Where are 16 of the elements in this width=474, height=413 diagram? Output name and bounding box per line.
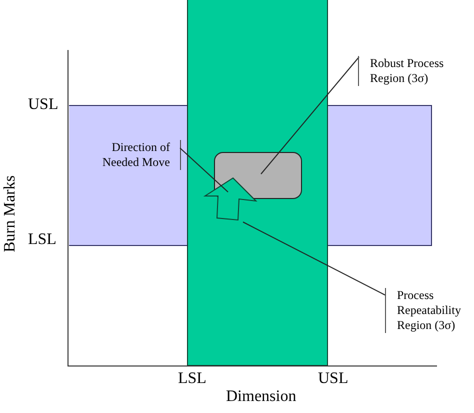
leader-line [180,148,228,192]
tolerance-band [187,0,328,366]
axis-tick-label: USL [318,370,348,388]
leader-line [260,56,360,174]
leader-line [242,222,386,296]
callout-label: Direction of Needed Move [101,140,170,170]
callout-label: Robust Process Region (3σ) [370,56,445,86]
callout-label: Process Repeatability Region (3σ) [397,288,462,333]
up-arrow-shape [204,177,258,222]
axis-tick-label: USL [28,96,58,114]
tolerance-band [328,105,432,246]
axis-title: Dimension [226,388,296,406]
tolerance-band [69,105,187,246]
axis-tick-label: LSL [178,370,206,388]
axis-title: Burn Marks [2,175,20,252]
axis-tick-label: LSL [28,231,56,249]
